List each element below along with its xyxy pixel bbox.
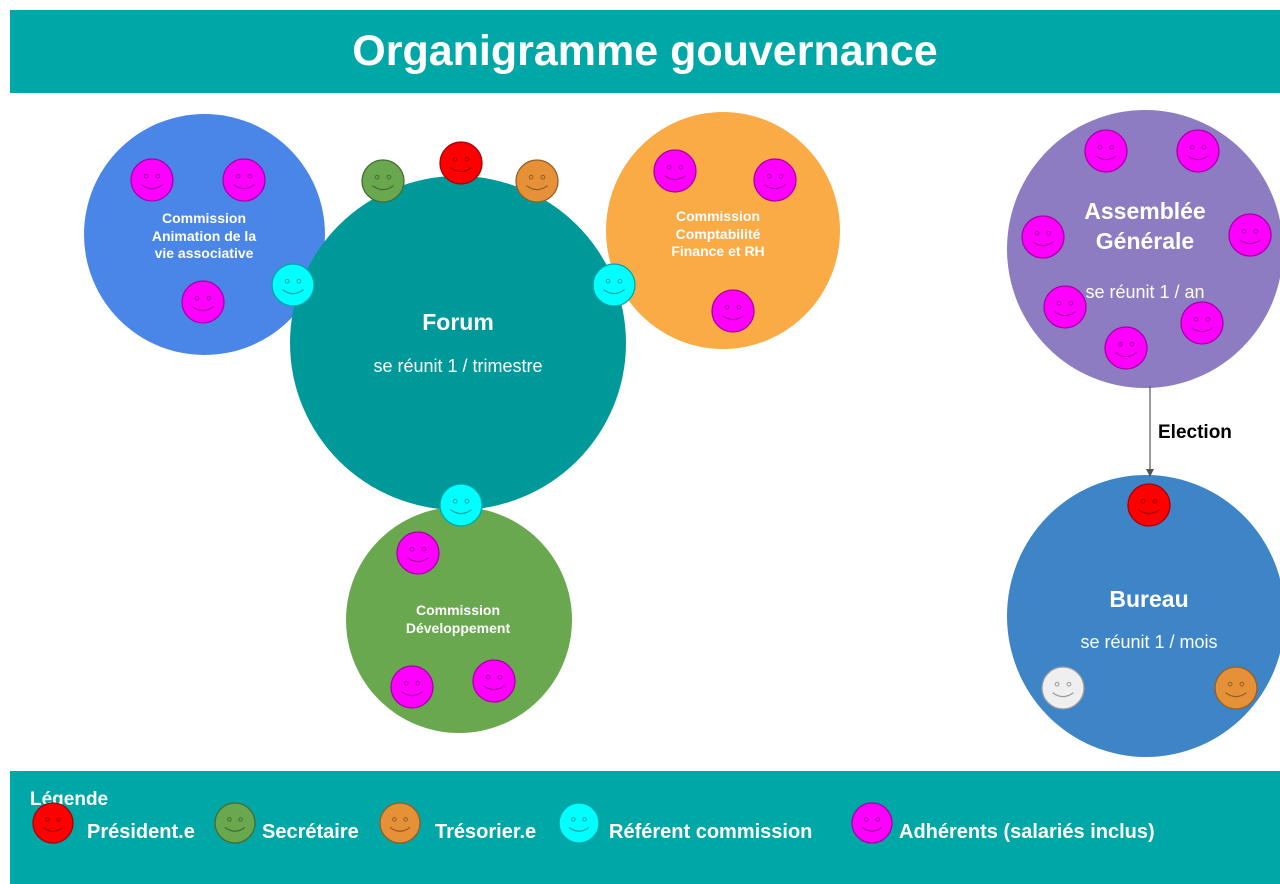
legend: Légende Président.e Secrétaire Trésorier… bbox=[10, 771, 1280, 884]
legend-president-icon bbox=[32, 802, 74, 844]
legend-label-secretaire: Secrétaire bbox=[262, 821, 359, 843]
commission-developpement-label-line1: Commission bbox=[415, 602, 500, 618]
legend-label-adherents: Adhérents (salariés inclus) bbox=[899, 821, 1155, 843]
adherent-icon bbox=[181, 280, 225, 324]
referent-icon bbox=[439, 483, 483, 527]
forum-circle bbox=[290, 176, 626, 510]
legend-adherent-icon bbox=[851, 802, 893, 844]
commission-comptabilite-label: Commission Comptabilité Finance et RH bbox=[618, 208, 818, 261]
assemblee-name: Assemblée Générale bbox=[1045, 197, 1245, 257]
commission-developpement-circle bbox=[346, 507, 572, 733]
legend-secretaire-icon bbox=[214, 802, 256, 844]
bureau-schedule: se réunit 1 / mois bbox=[1080, 632, 1218, 652]
page-title: Organigramme gouvernance bbox=[10, 10, 1280, 93]
commission-comptabilite-label-line2: Comptabilité bbox=[675, 225, 761, 242]
adherent-icon bbox=[1104, 326, 1148, 370]
assemblee-name-line1: Assemblée bbox=[1084, 198, 1206, 224]
adherent-icon bbox=[653, 149, 697, 193]
adherent-icon bbox=[1043, 285, 1087, 329]
adherent-icon bbox=[1180, 301, 1224, 345]
adherent-icon bbox=[711, 289, 755, 333]
referent-icon bbox=[592, 263, 636, 307]
secretaire-icon bbox=[361, 159, 405, 203]
election-label: Election bbox=[1158, 422, 1232, 443]
legend-label-president: Président.e bbox=[87, 821, 195, 843]
president-icon bbox=[439, 141, 483, 185]
forum-name: Forum bbox=[422, 309, 494, 335]
commission-comptabilite-label-line1: Commission bbox=[675, 208, 760, 224]
adherent-icon bbox=[390, 665, 434, 709]
adherent-icon bbox=[222, 158, 266, 202]
adherent-icon bbox=[753, 158, 797, 202]
adherent-icon bbox=[1084, 129, 1128, 173]
assemblee-schedule: se réunit 1 / an bbox=[1085, 282, 1205, 302]
tresorier-icon bbox=[515, 159, 559, 203]
referent-icon bbox=[271, 263, 315, 307]
member-icon bbox=[1041, 666, 1085, 710]
adherent-icon bbox=[1228, 213, 1272, 257]
commission-animation-label: Commission Animation de la vie associati… bbox=[104, 210, 304, 263]
bureau-name: Bureau bbox=[1109, 586, 1189, 612]
commission-animation-label-line3: vie associative bbox=[154, 245, 254, 261]
commission-comptabilite-label-line3: Finance et RH bbox=[671, 243, 765, 259]
commission-developpement-label: Commission Développement bbox=[358, 602, 558, 637]
election-arrow bbox=[1146, 386, 1154, 477]
tresorier-icon bbox=[1214, 666, 1258, 710]
page-title-text: Organigramme gouvernance bbox=[352, 27, 938, 75]
adherent-icon bbox=[1176, 129, 1220, 173]
commission-animation-label-line2: Animation de la bbox=[151, 227, 257, 244]
commission-developpement-label-line2: Développement bbox=[405, 619, 511, 636]
adherent-icon bbox=[396, 531, 440, 575]
legend-label-referent: Référent commission bbox=[609, 821, 813, 843]
legend-label-tresorier: Trésorier.e bbox=[435, 821, 537, 843]
president-icon bbox=[1127, 483, 1171, 527]
legend-referent-icon bbox=[558, 802, 600, 844]
adherent-icon bbox=[130, 158, 174, 202]
adherent-icon bbox=[472, 659, 516, 703]
commission-animation-label-line1: Commission bbox=[161, 210, 246, 226]
adherent-icon bbox=[1021, 215, 1065, 259]
forum-schedule: se réunit 1 / trimestre bbox=[373, 356, 543, 376]
legend-tresorier-icon bbox=[379, 802, 421, 844]
assemblee-name-line2: Générale bbox=[1095, 227, 1195, 254]
